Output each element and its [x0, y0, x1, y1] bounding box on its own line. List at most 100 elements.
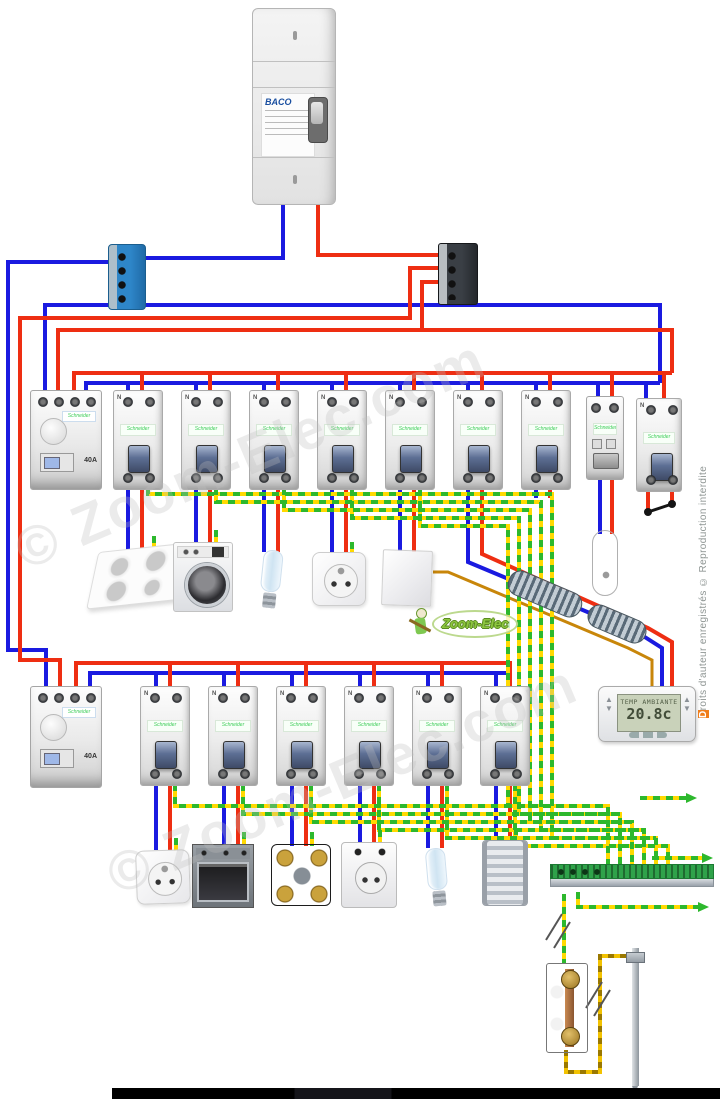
copyright-text: roits d'auteur enregistrés © Reproductio… — [698, 465, 709, 711]
neutral-wires — [6, 205, 664, 850]
neutral-mark: N — [348, 691, 353, 697]
oven — [192, 844, 254, 908]
cfl-bulb — [417, 845, 456, 908]
neutral-mark: N — [185, 395, 190, 401]
bottom-terminals — [120, 472, 158, 484]
breaker-toggle — [128, 445, 150, 473]
toggle-knob — [311, 102, 323, 124]
top-terminals — [188, 396, 226, 408]
brand-label: Schneider — [528, 424, 564, 436]
washing-machine — [173, 542, 233, 612]
brand-label: Schneider — [256, 424, 292, 436]
bulb-glass — [424, 847, 449, 891]
top-terminals — [392, 396, 430, 408]
indicator-window — [606, 439, 616, 449]
brand-label: Schneider — [215, 720, 251, 732]
bottom-terminals — [283, 768, 321, 780]
heater-cartridge — [592, 530, 618, 596]
top-terminals — [215, 692, 253, 704]
brand-label: Schneider — [62, 707, 96, 718]
toggle-window — [44, 457, 60, 469]
neutral-mark: N — [253, 395, 258, 401]
main-breaker-label: BACO — [261, 93, 315, 157]
neutral-mark: N — [640, 403, 645, 409]
bottom-terminals — [351, 768, 389, 780]
ground-rod — [632, 948, 639, 1094]
wall-socket — [312, 552, 366, 606]
top-terminals — [419, 692, 457, 704]
top-terminals — [351, 692, 389, 704]
brand-text: BACO — [265, 97, 292, 107]
brand-label: Schneider — [324, 424, 360, 436]
phase-junction-block — [438, 243, 478, 305]
bottom-terminals — [460, 472, 498, 484]
screw-slot — [293, 175, 297, 184]
socket-face — [324, 564, 358, 598]
circuit-breaker: N Schneider — [480, 686, 530, 786]
neutral-junction-block — [108, 244, 146, 310]
ground-arrowheads — [686, 793, 713, 912]
seam — [253, 157, 335, 158]
washer-door — [185, 563, 229, 607]
neutral-mark: N — [416, 691, 421, 697]
junction-power-outlet-box — [271, 844, 331, 906]
towel-radiator — [482, 840, 528, 906]
display-value: 20.8c — [626, 705, 672, 723]
down-arrow-button: ▲▼ — [683, 695, 691, 713]
neutral-mark: N — [144, 691, 149, 697]
thermostat: TEMP AMBIANTE 20.8c ▲▼ ▲▼ — [598, 686, 696, 742]
wire-break-marks — [545, 913, 611, 1017]
bulb-glass — [259, 549, 284, 593]
bottom-terminals — [643, 474, 681, 486]
earth-bar-terminals — [550, 864, 714, 879]
diff-toggle — [40, 749, 74, 768]
rating-label: 40A — [84, 457, 97, 464]
screw-slot — [293, 31, 297, 40]
brand-label: Schneider — [593, 423, 617, 435]
test-dial — [40, 418, 67, 445]
top-terminals — [350, 847, 388, 857]
top-terminals — [36, 396, 98, 408]
brand-label: Schneider — [351, 720, 387, 732]
switch-symbol — [644, 500, 676, 516]
neutral-mark: N — [525, 395, 530, 401]
top-terminals — [36, 692, 98, 704]
copper-bar — [565, 969, 574, 1047]
mode-buttons — [629, 732, 667, 738]
neutral-mark: N — [484, 691, 489, 697]
contactor-module: Schneider — [586, 396, 624, 480]
copyright-first-letter: D — [698, 710, 709, 718]
breaker-toggle — [536, 445, 558, 473]
top-terminals — [120, 396, 158, 408]
logo-text: Zoom-Elec — [442, 616, 509, 631]
breaker-toggle — [332, 445, 354, 473]
bottom-terminals — [188, 472, 226, 484]
up-arrow-button: ▲▼ — [605, 695, 613, 713]
brand-label: Schneider — [283, 720, 319, 732]
bottom-terminals — [419, 768, 457, 780]
ground-rod-clamp — [626, 952, 645, 963]
oven-door — [197, 862, 249, 902]
terminal-holes — [446, 248, 458, 300]
breaker-toggle — [495, 741, 517, 769]
bottom-terminals — [324, 472, 362, 484]
thermostat-display: TEMP AMBIANTE 20.8c — [617, 694, 681, 732]
din-rail-socket — [341, 842, 397, 908]
neutral-mark: N — [280, 691, 285, 697]
top-terminals — [588, 402, 622, 414]
neutral-mark: N — [117, 395, 122, 401]
bottom-terminals — [256, 472, 294, 484]
wall-light-panel — [381, 549, 433, 607]
brand-label: Schneider — [487, 720, 523, 732]
breaker-toggle — [291, 741, 313, 769]
breaker-toggle — [223, 741, 245, 769]
cfl-bulb — [251, 546, 291, 611]
bottom-terminals — [147, 768, 185, 780]
neutral-mark: N — [389, 395, 394, 401]
top-terminals — [147, 692, 185, 704]
